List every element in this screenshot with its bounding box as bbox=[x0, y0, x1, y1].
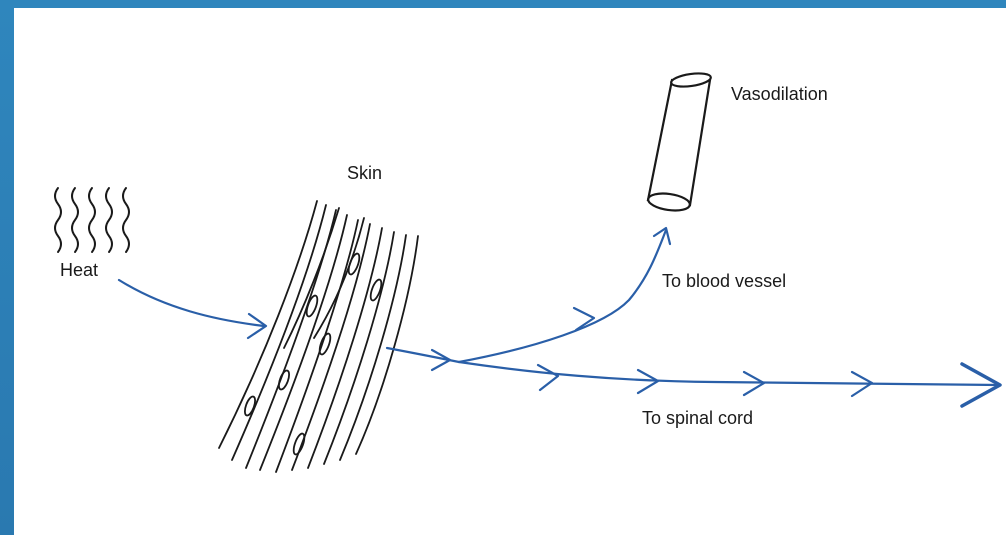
to-spinal-cord-arrow bbox=[459, 362, 1000, 406]
to-blood-vessel-label: To blood vessel bbox=[662, 271, 786, 292]
diagram-canvas: Heat Skin Vasodilation To blood vessel T… bbox=[14, 8, 1006, 535]
heat-label: Heat bbox=[60, 260, 98, 281]
diagram-svg bbox=[14, 8, 1006, 535]
vasodilation-label: Vasodilation bbox=[731, 84, 828, 105]
to-blood-vessel-arrow bbox=[459, 228, 670, 362]
blood-vessel-icon bbox=[647, 71, 712, 213]
heat-to-skin-arrow bbox=[119, 280, 266, 338]
skin-to-junction-arrow bbox=[387, 348, 459, 370]
heat-waves-icon bbox=[55, 188, 129, 252]
skin-label: Skin bbox=[347, 163, 382, 184]
to-spinal-cord-label: To spinal cord bbox=[642, 408, 753, 429]
